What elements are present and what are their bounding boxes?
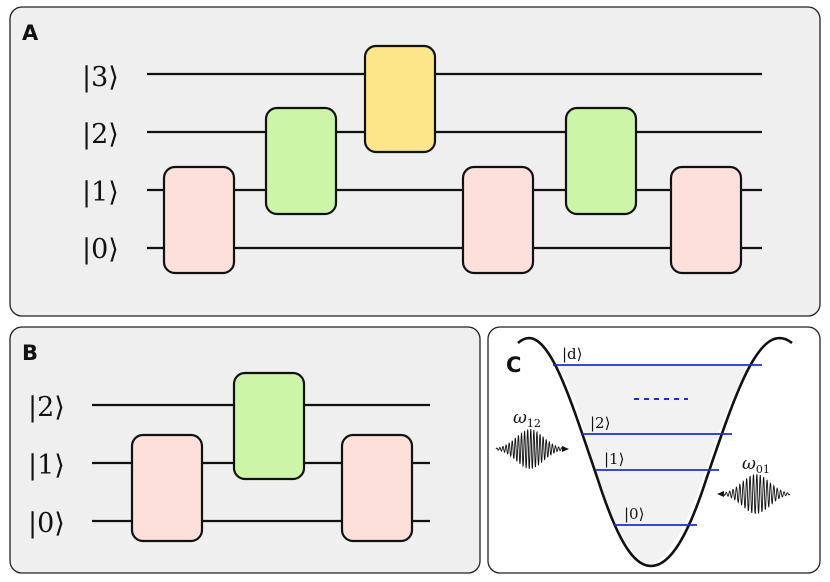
panel-a-gate-01-third	[669, 165, 743, 275]
level-0-label: |0⟩	[624, 505, 644, 523]
panel-a-label: A	[22, 21, 39, 45]
wave-packet-01-arrow-icon	[717, 491, 724, 497]
omega-12-subscript: 12	[527, 417, 541, 430]
panel-a-ket-1: |1⟩	[82, 177, 119, 208]
panel-a: A |3⟩ |2⟩ |1⟩ |0⟩	[9, 6, 821, 317]
panel-b-ket-1: |1⟩	[28, 450, 65, 481]
panel-a-gate-12-second	[564, 106, 638, 216]
panel-b: B |2⟩ |1⟩ |0⟩	[9, 326, 481, 574]
omega-12-symbol: ω	[513, 408, 527, 428]
level-2-label: |2⟩	[590, 414, 610, 432]
panel-a-gate-01-first	[162, 165, 236, 275]
omega-01-symbol: ω	[742, 454, 756, 474]
panel-a-gate-01-second	[461, 165, 535, 275]
wave-packet-12	[495, 428, 565, 470]
panel-a-ket-3: |3⟩	[82, 62, 119, 93]
potential-fill	[532, 339, 768, 568]
panel-c-label: C	[506, 353, 521, 377]
level-d-label: |d⟩	[562, 345, 583, 363]
panel-b-ket-0: |0⟩	[28, 508, 65, 539]
panel-a-gate-23	[363, 44, 437, 154]
panel-b-gate-01-second	[340, 433, 414, 543]
panel-a-ket-0: |0⟩	[82, 234, 119, 265]
panel-b-gate-12	[232, 371, 306, 481]
potential-interior	[553, 366, 760, 565]
panel-b-label: B	[22, 341, 38, 365]
panel-c: C |d⟩ |2⟩ |1⟩ |0⟩ ω12 ω01	[487, 326, 821, 574]
wave-packet-01	[721, 474, 791, 514]
panel-b-ket-2: |2⟩	[28, 392, 65, 423]
omega-01-label: ω01	[742, 454, 770, 476]
omega-12-label: ω12	[513, 408, 541, 430]
panel-b-gate-01-first	[130, 433, 204, 543]
panel-a-gate-12-first	[264, 106, 338, 216]
wave-packet-12-arrow-icon	[562, 446, 569, 452]
level-1-label: |1⟩	[604, 450, 624, 468]
potential-curve	[517, 336, 793, 568]
panel-a-ket-2: |2⟩	[82, 119, 119, 150]
omega-01-subscript: 01	[756, 463, 770, 476]
